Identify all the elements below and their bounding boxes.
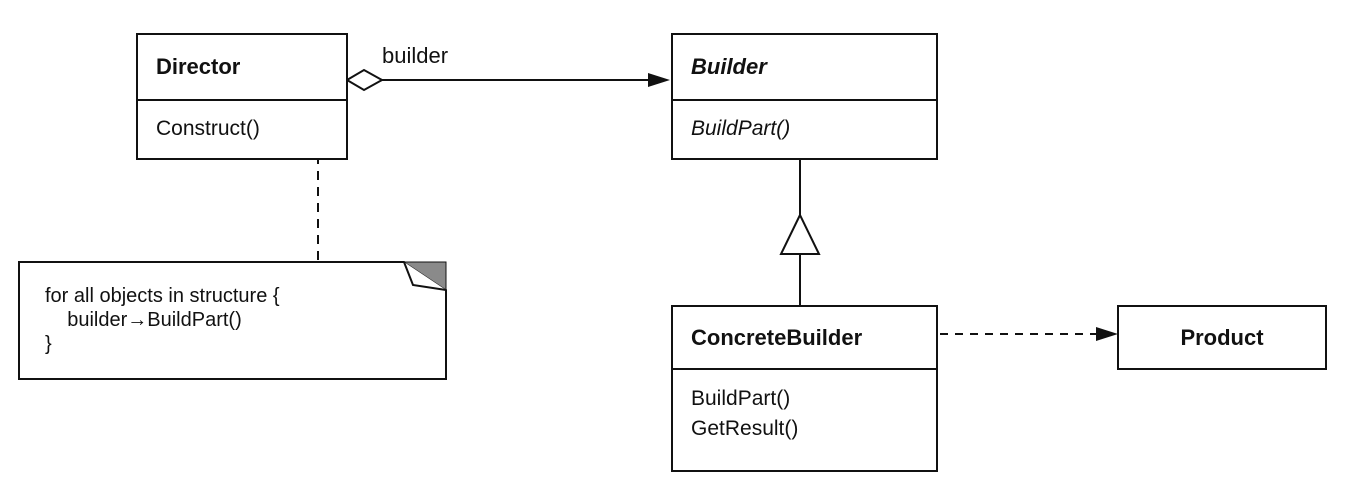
inheritance-triangle: [779, 212, 821, 255]
builder-divider: [673, 99, 936, 101]
concretebuilder-op-buildpart: BuildPart(): [691, 387, 791, 410]
director-op-construct: Construct(): [156, 117, 260, 140]
concretebuilder-operations: BuildPart() GetResult(): [673, 370, 936, 444]
note-line-3: }: [45, 333, 52, 355]
builder-op-buildpart: BuildPart(): [691, 117, 791, 140]
builder-class-name: Builder: [691, 54, 767, 79]
director-operations: Construct(): [138, 101, 346, 144]
dependency-arrowhead: [1096, 327, 1118, 341]
note-fold: [403, 261, 447, 291]
note-text: for all objects in structure { builder→B…: [45, 284, 280, 356]
product-class-name: Product: [1180, 324, 1264, 350]
director-class-name: Director: [156, 54, 241, 79]
association-label: builder: [382, 43, 449, 68]
concretebuilder-op-getresult: GetResult(): [691, 417, 799, 440]
aggregation-diamond: [345, 68, 385, 92]
concretebuilder-divider: [673, 368, 936, 370]
aggregation-arrowhead: [648, 73, 670, 87]
builder-operations: BuildPart(): [673, 101, 936, 144]
note-line-2: builder→BuildPart(): [45, 309, 242, 331]
note-box: [18, 261, 447, 380]
note-line-1: for all objects in structure {: [45, 285, 280, 307]
director-divider: [138, 99, 346, 101]
builder-class: Builder BuildPart(): [671, 33, 938, 160]
director-class: Director Construct(): [136, 33, 348, 160]
product-class: Product: [1117, 305, 1327, 370]
concretebuilder-class-name: ConcreteBuilder: [691, 324, 863, 350]
concretebuilder-class: ConcreteBuilder BuildPart() GetResult(): [671, 305, 938, 472]
